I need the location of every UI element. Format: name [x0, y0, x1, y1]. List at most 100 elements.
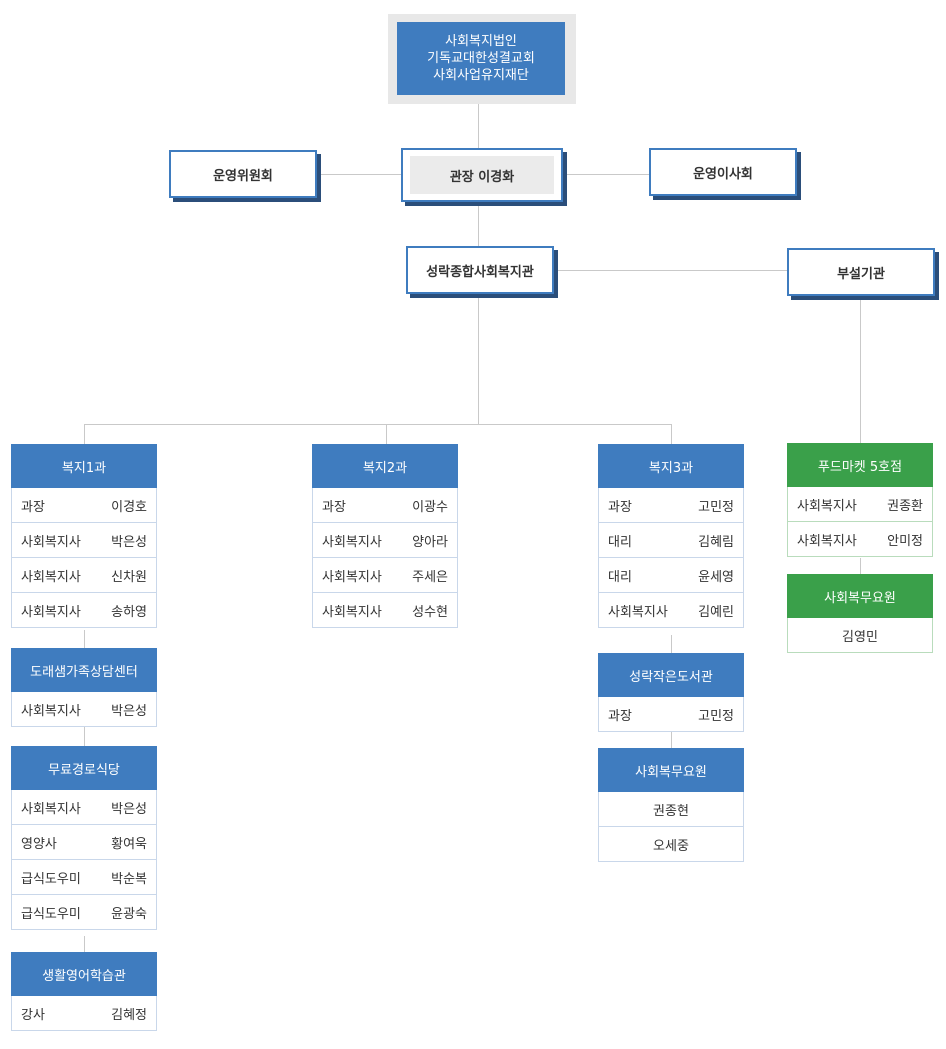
- connector-line: [860, 558, 861, 574]
- member-row: 사회복지사 양아라: [312, 523, 458, 558]
- dept-title: 사회복무요원: [598, 748, 744, 792]
- member-role: 대리: [608, 569, 632, 585]
- foundation-frame: 사회복지법인 기독교대한성결교회 사회사업유지재단: [388, 14, 576, 104]
- connector-line: [860, 296, 861, 444]
- board-label: 운영이사회: [693, 166, 753, 182]
- connector-line: [671, 635, 672, 653]
- member-row: 사회복지사 박은성: [11, 692, 157, 727]
- member-name: 양아라: [412, 534, 448, 550]
- member-row: 사회복지사 권종환: [787, 487, 933, 522]
- member-role: 사회복지사: [21, 703, 81, 719]
- member-name: 권종환: [887, 498, 923, 514]
- member-name: 김혜정: [111, 1007, 147, 1023]
- foundation-box: 사회복지법인 기독교대한성결교회 사회사업유지재단: [397, 22, 565, 95]
- member-name: 이경호: [111, 499, 147, 515]
- member-row: 사회복지사 박은성: [11, 523, 157, 558]
- member-name: 황여욱: [111, 836, 147, 852]
- member-role: 사회복지사: [322, 604, 382, 620]
- connector-line: [316, 174, 402, 175]
- member-role: 강사: [21, 1007, 45, 1023]
- dept-title: 도래샘가족상담센터: [11, 648, 157, 692]
- member-name: 성수현: [412, 604, 448, 620]
- connector-line: [563, 174, 650, 175]
- member-name: 안미정: [887, 533, 923, 549]
- connector-line: [84, 630, 85, 648]
- member-name: 박은성: [111, 534, 147, 550]
- member-name: 이광수: [412, 499, 448, 515]
- member-name: 윤광숙: [111, 906, 147, 922]
- member-name: 박은성: [111, 703, 147, 719]
- member-role: 사회복지사: [21, 534, 81, 550]
- foundation-line: 사회복지법인: [445, 34, 517, 49]
- dept-title: 복지1과: [11, 444, 157, 488]
- member-name: 박순복: [111, 871, 147, 887]
- member-row: 사회복지사 신차원: [11, 558, 157, 593]
- member-name: 고민정: [698, 708, 734, 724]
- member-role: 과장: [608, 499, 632, 515]
- member-role: 사회복지사: [797, 498, 857, 514]
- member-row: 영양사 황여욱: [11, 825, 157, 860]
- committee-label: 운영위원회: [213, 168, 273, 184]
- director-label: 관장 이경화: [449, 169, 515, 185]
- member-name: 송하영: [111, 604, 147, 620]
- connector-line: [84, 424, 85, 444]
- member-role: 과장: [608, 708, 632, 724]
- dept-title: 무료경로식당: [11, 746, 157, 790]
- member-name: 신차원: [111, 569, 147, 585]
- dept-title: 사회복무요원: [787, 574, 933, 618]
- member-row: 급식도우미 윤광숙: [11, 895, 157, 930]
- connector-line: [386, 424, 387, 444]
- member-role: 사회복지사: [322, 534, 382, 550]
- connector-line: [553, 270, 788, 271]
- connector-line: [671, 732, 672, 748]
- member-row: 과장 이경호: [11, 488, 157, 523]
- connector-line: [84, 424, 672, 425]
- member-row: 강사 김혜정: [11, 996, 157, 1031]
- member-name: 주세은: [412, 569, 448, 585]
- member-name: 고민정: [698, 499, 734, 515]
- member-row: 사회복지사 주세은: [312, 558, 458, 593]
- member-name: 윤세영: [698, 569, 734, 585]
- committee-box: 운영위원회: [169, 150, 317, 198]
- member-role: 과장: [322, 499, 346, 515]
- member-row: 과장 고민정: [598, 488, 744, 523]
- connector-line: [478, 295, 479, 425]
- member-role: 사회복지사: [21, 569, 81, 585]
- dept-title: 복지3과: [598, 444, 744, 488]
- connector-line: [478, 202, 479, 248]
- member-row: 오세중: [598, 827, 744, 862]
- member-role: 사회복지사: [322, 569, 382, 585]
- member-row: 사회복지사 안미정: [787, 522, 933, 557]
- affiliated-box: 부설기관: [787, 248, 935, 296]
- director-box: 관장 이경화: [401, 148, 563, 202]
- member-row: 김영민: [787, 618, 933, 653]
- connector-line: [84, 936, 85, 952]
- member-role: 급식도우미: [21, 906, 81, 922]
- member-row: 과장 이광수: [312, 488, 458, 523]
- connector-line: [84, 727, 85, 746]
- board-box: 운영이사회: [649, 148, 797, 196]
- connector-line: [671, 424, 672, 444]
- member-role: 사회복지사: [797, 533, 857, 549]
- member-role: 영양사: [21, 836, 57, 852]
- foundation-line: 기독교대한성결교회: [427, 51, 535, 66]
- member-row: 대리 윤세영: [598, 558, 744, 593]
- member-role: 과장: [21, 499, 45, 515]
- member-role: 사회복지사: [21, 801, 81, 817]
- member-role: 대리: [608, 534, 632, 550]
- member-name: 김영민: [842, 629, 878, 645]
